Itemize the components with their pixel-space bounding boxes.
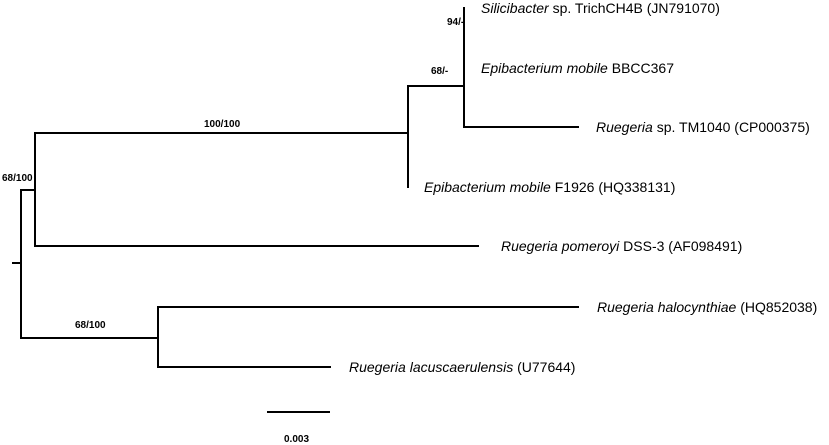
support-silicibacter-pair: 94/- [447, 17, 464, 28]
taxon-genus: Ruegeria [596, 119, 653, 135]
support-halo-lacus: 68/100 [75, 320, 106, 331]
taxon-genus: Ruegeria lacuscaerulensis [349, 359, 513, 375]
taxon-detail: sp. TrichCH4B (JN791070) [549, 0, 720, 16]
taxon-detail: (U77644) [513, 359, 575, 375]
taxon-epibacterium-f1926: Epibacterium mobile F1926 (HQ338131) [424, 179, 675, 195]
taxon-detail: F1926 (HQ338131) [551, 179, 676, 195]
taxon-ruegeria-pomeroyi: Ruegeria pomeroyi DSS-3 (AF098491) [501, 238, 742, 254]
taxon-ruegeria-halocynthiae: Ruegeria halocynthiae (HQ852038) [597, 299, 817, 315]
support-epibacterium-clade: 68/- [431, 66, 448, 77]
support-values: 68/100 100/100 68/- 94/- 68/100 [2, 17, 464, 331]
taxon-silicibacter: Silicibacter sp. TrichCH4B (JN791070) [481, 0, 720, 16]
tree-branches [12, 7, 579, 413]
taxon-detail: DSS-3 (AF098491) [619, 238, 742, 254]
taxon-labels: Silicibacter sp. TrichCH4B (JN791070) Ep… [349, 0, 817, 375]
taxon-ruegeria-tm1040: Ruegeria sp. TM1040 (CP000375) [596, 119, 810, 135]
taxon-detail: BBCC367 [608, 60, 674, 76]
taxon-ruegeria-lacuscaerulensis: Ruegeria lacuscaerulensis (U77644) [349, 359, 575, 375]
taxon-detail: (HQ852038) [736, 299, 817, 315]
taxon-genus: Epibacterium mobile [481, 60, 608, 76]
taxon-genus: Silicibacter [481, 0, 550, 16]
taxon-genus: Ruegeria pomeroyi [501, 238, 620, 254]
taxon-detail: sp. TM1040 (CP000375) [653, 119, 810, 135]
scale-bar-label: 0.003 [284, 434, 309, 445]
taxon-epibacterium-bbcc367: Epibacterium mobile BBCC367 [481, 60, 674, 76]
support-ruegeria-clade: 100/100 [204, 119, 241, 130]
support-root: 68/100 [2, 173, 33, 184]
taxon-genus: Epibacterium mobile [424, 179, 551, 195]
taxon-genus: Ruegeria halocynthiae [597, 299, 737, 315]
